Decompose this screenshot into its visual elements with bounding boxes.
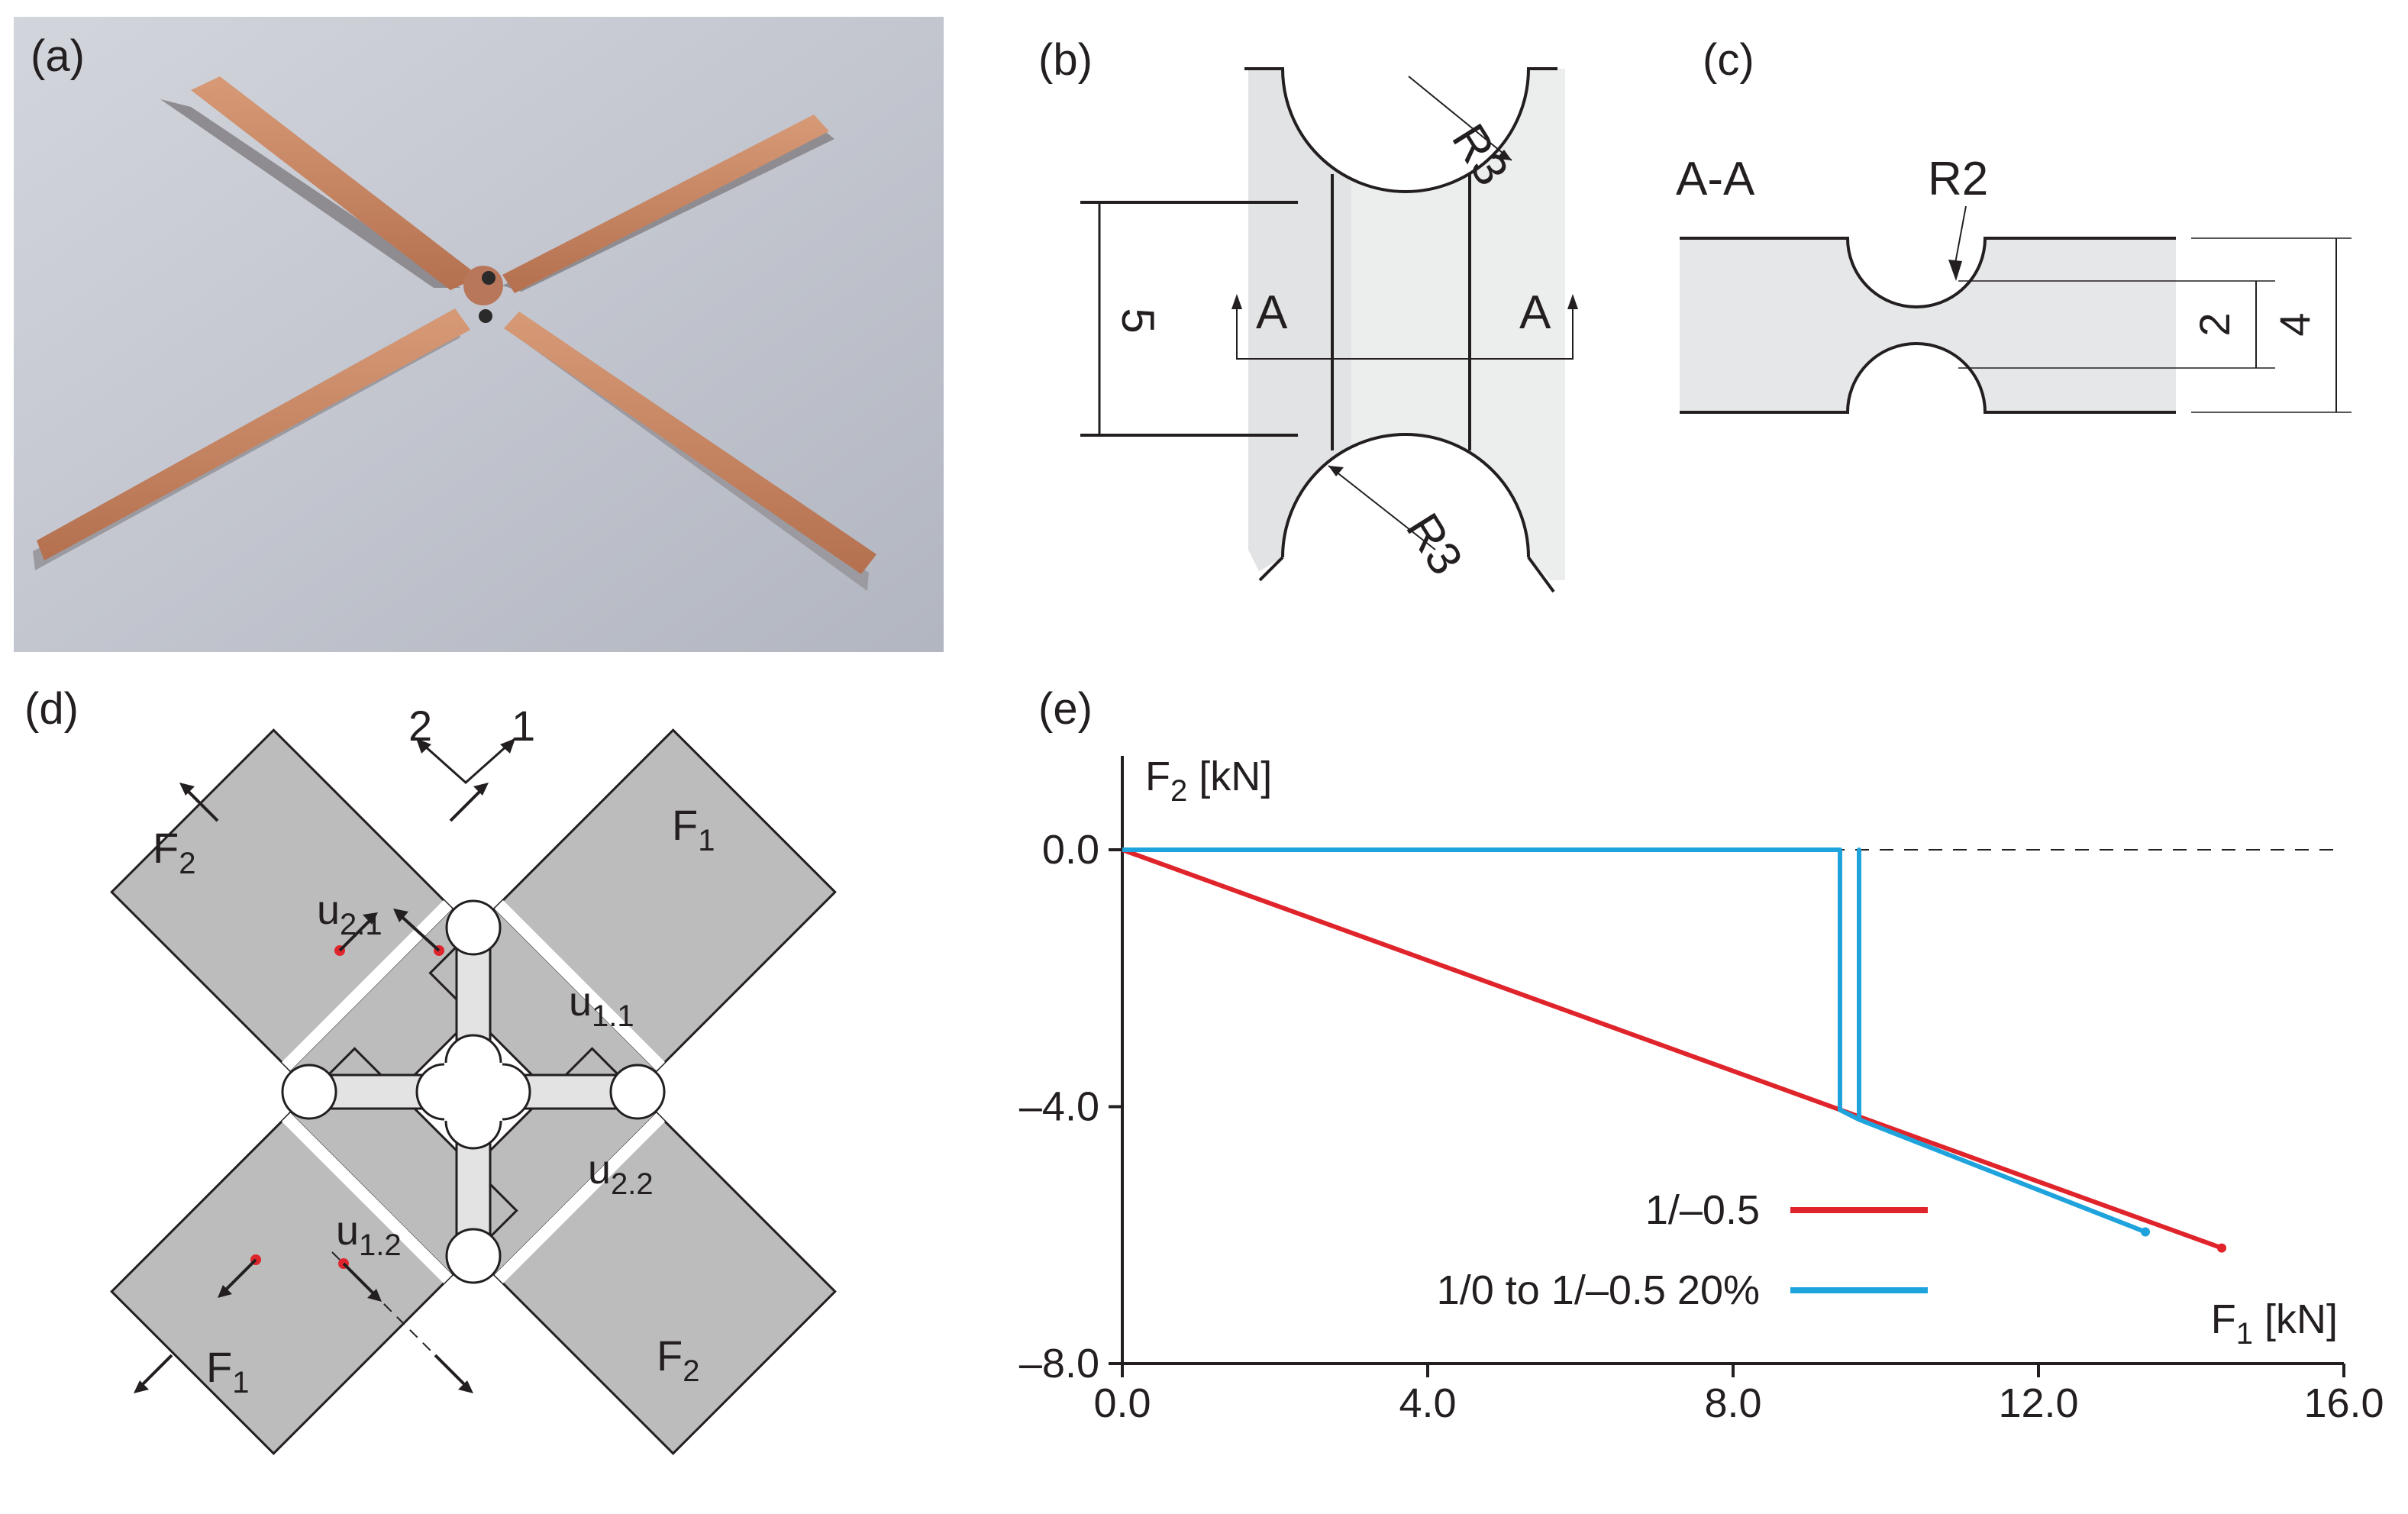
section-marker-right: A [1519,286,1551,339]
y-tick-label: 0.0 [1042,827,1099,873]
force-label-f2-bottom: F2 [657,1332,699,1388]
radius-label-r2: R2 [1928,153,1988,205]
force-label-f1-top: F1 [672,801,715,857]
force-label-f2-top: F2 [153,824,195,880]
section-marker-left: A [1256,286,1288,339]
force-chart: 0.0 4.0 8.0 12.0 16.0 0.0 –4.0 –8.0 F2 [kN] F1 [k… [1019,754,2384,1426]
axis-label-1: 1 [512,702,535,750]
legend-label-2: 1/0 to 1/–0.5 20% [1437,1267,1760,1313]
cross-section-drawing: A-A R2 2 4 [1676,153,2352,414]
center-hole-lower [479,309,492,323]
y-tick-label: –8.0 [1019,1341,1099,1386]
legend-label-1: 1/–0.5 [1645,1187,1760,1233]
series-end-2 [2141,1227,2150,1237]
specimen-photo [14,17,944,652]
y-axis-label: F2 [kN] [1145,754,1272,808]
axes-indicator [415,737,516,785]
series-end-1 [2217,1243,2226,1253]
series-line-1 [1121,847,2223,1251]
dimension-2: 2 [2190,312,2239,336]
section-title: A-A [1676,153,1755,205]
center-hole-upper [482,271,495,285]
arm-upper-left [191,76,479,290]
y-tick-label: –4.0 [1019,1084,1099,1130]
x-tick-label: 0.0 [1093,1380,1151,1426]
arm-lower-left [37,308,470,560]
x-tick-label: 4.0 [1399,1380,1456,1426]
disp-label-u11: u1.1 [569,979,634,1033]
axis-label-2: 2 [408,702,432,750]
panel-label-b: (b) [1038,35,1093,85]
arm-lower-right [504,312,876,574]
notch-bottom [1244,434,1557,596]
cross-section-body [1680,238,2176,412]
panel-label-a: (a) [31,31,85,81]
specimen-center [463,266,503,305]
x-tick-label: 12.0 [1998,1380,2078,1426]
disp-label-u21: u2.1 [317,887,383,941]
x-axis-label: F1 [kN] [2211,1296,2338,1351]
gauge-section-drawing: 5 A A R3 R3 [1080,46,1578,596]
notch-top [1244,46,1557,192]
x-tick-label: 16.0 [2303,1380,2384,1426]
panel-label-c: (c) [1703,35,1754,85]
dimension-5: 5 [1112,308,1164,333]
center-clover-hole [415,1034,531,1150]
force-label-f1-bottom: F1 [206,1343,249,1399]
dimension-4: 4 [2271,312,2319,336]
panel-label-e: (e) [1038,684,1093,734]
series-line-2 [1122,847,2147,1235]
disp-label-u12: u1.2 [336,1208,402,1262]
specimen-schematic: 2 1 F2 F1 F1 F2 u2.1 u1.1 u1.2 u2.2 [110,702,837,1455]
arm-edge-upper-left [160,99,460,288]
x-tick-label: 8.0 [1704,1380,1761,1426]
panel-label-d: (d) [24,684,79,734]
arm-upper-right [502,115,829,293]
arm-edge-lower-right [510,330,869,591]
disp-label-u22: u2.2 [588,1147,654,1201]
